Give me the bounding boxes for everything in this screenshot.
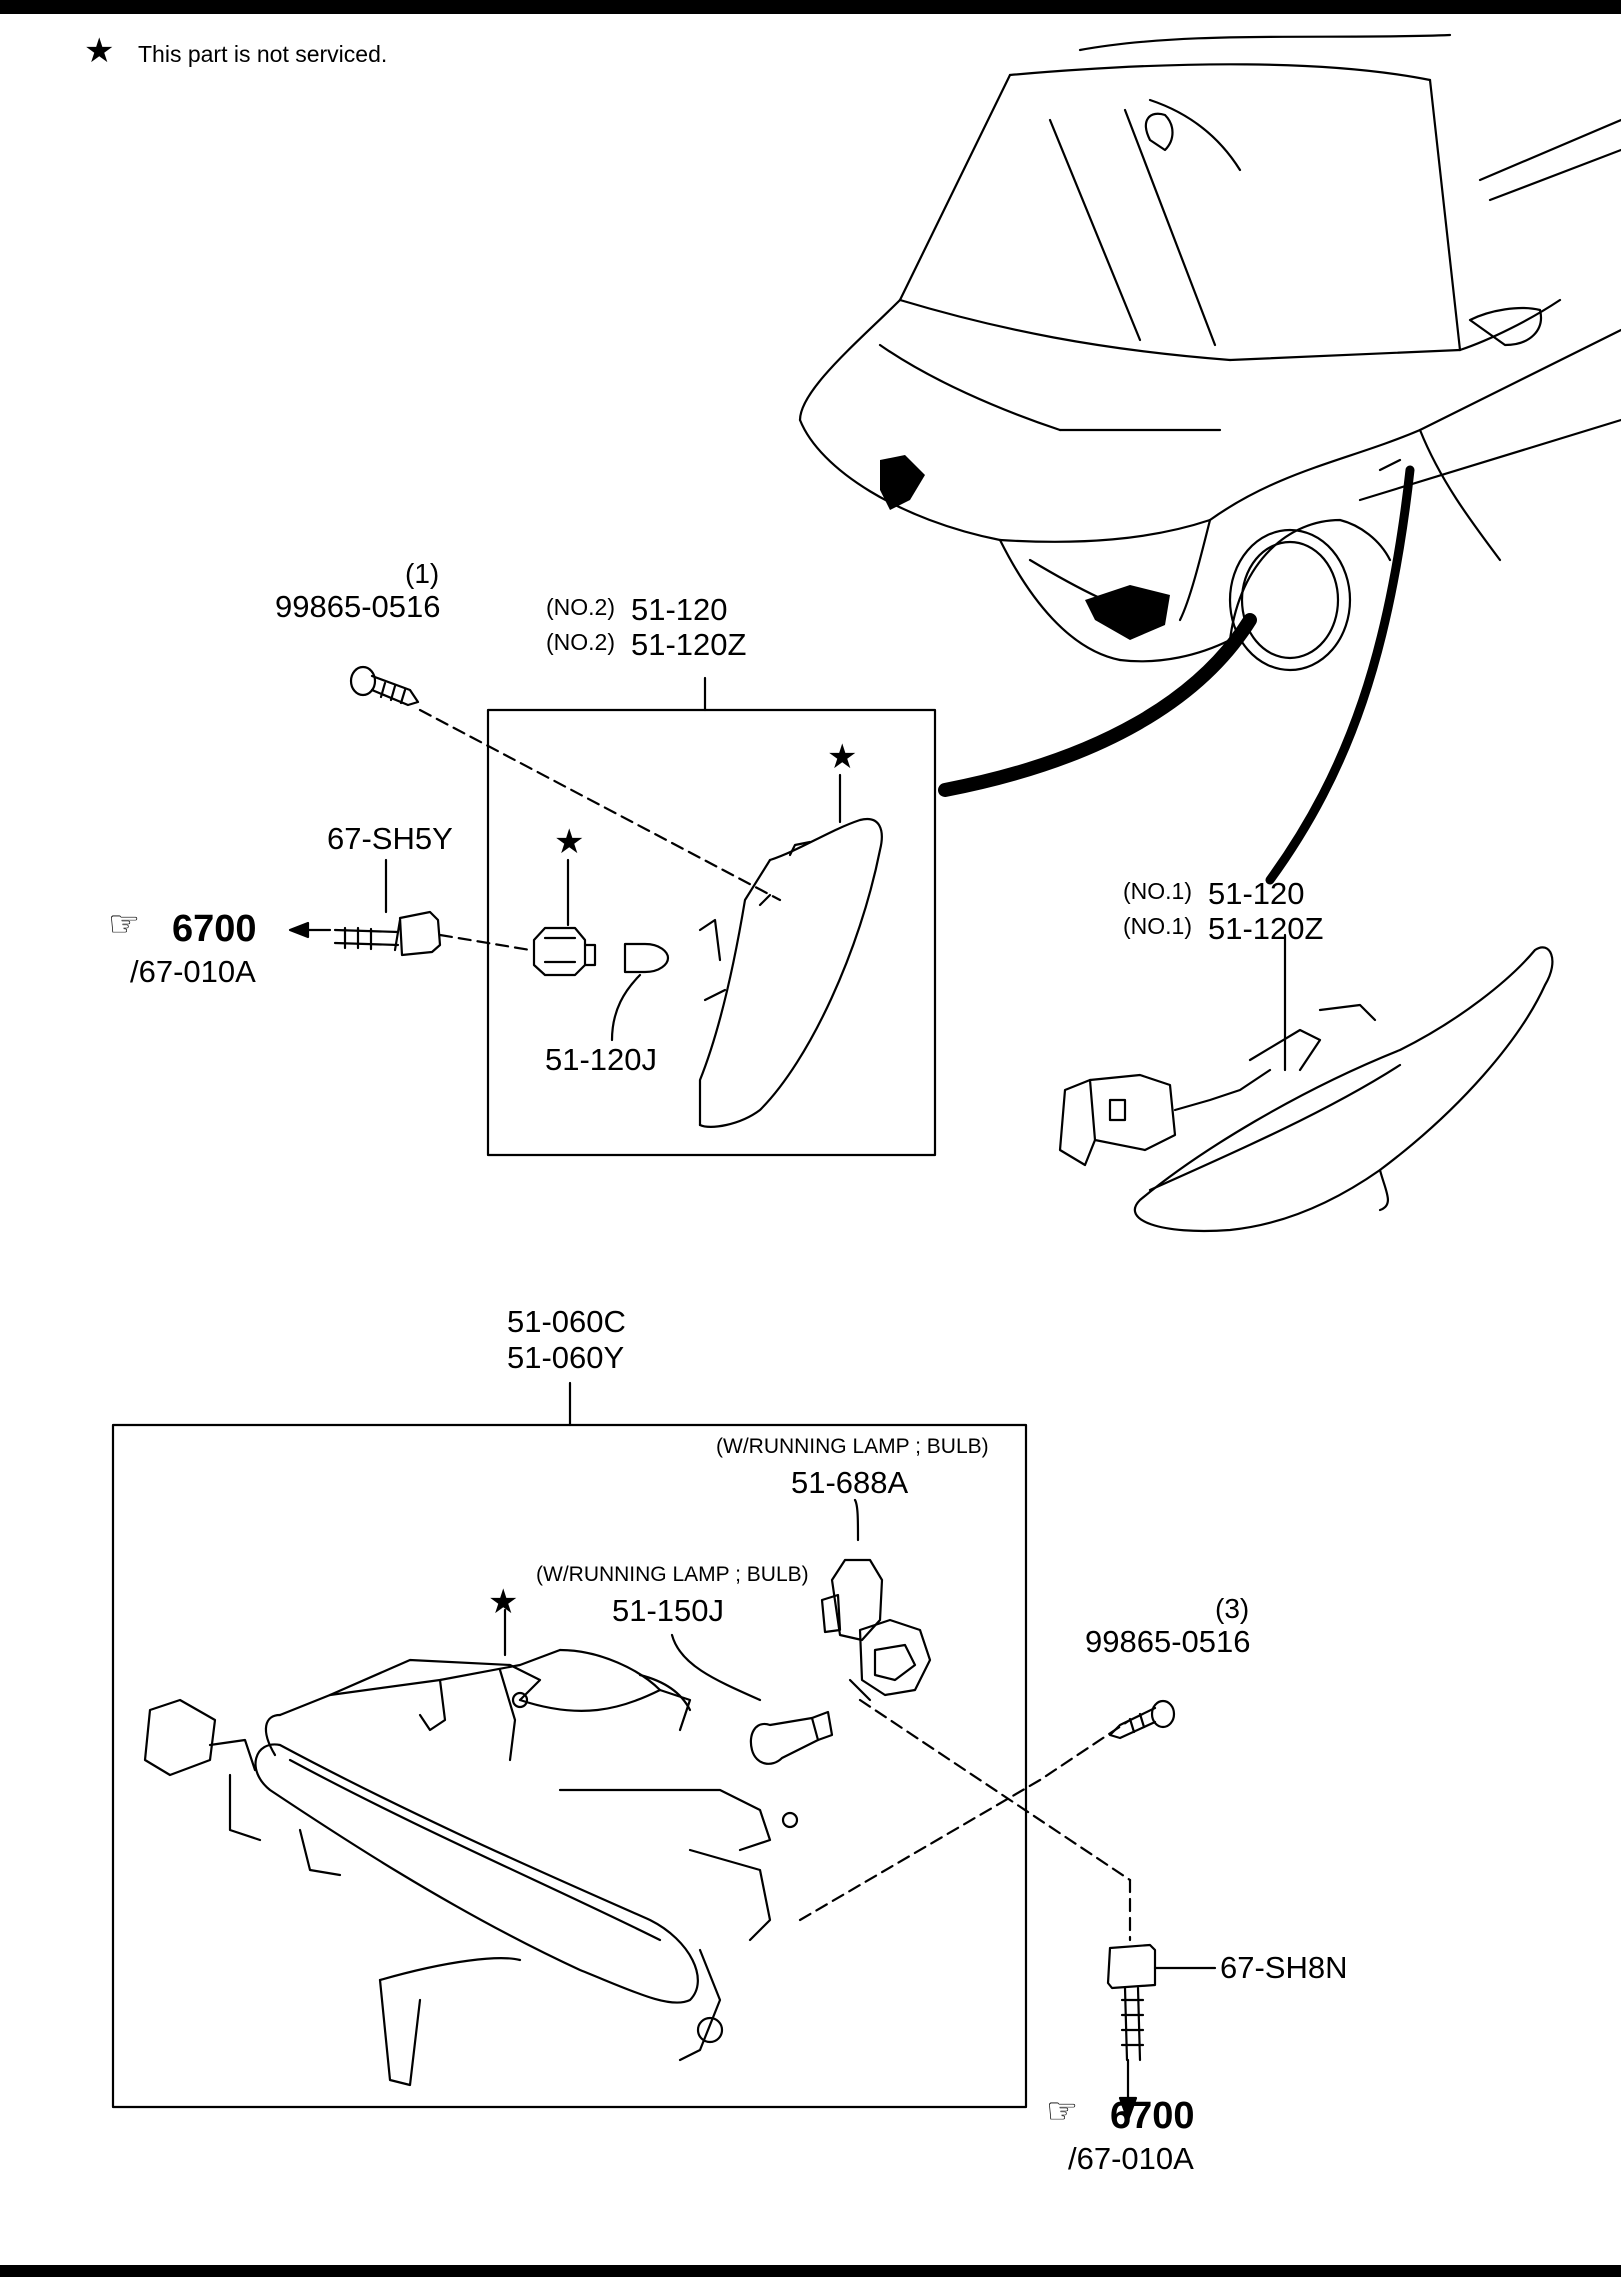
socket-condition: (W/RUNNING LAMP ; BULB) [716,1435,989,1458]
lower-socket-drawing [820,1558,932,1702]
bottom-border-bar [0,2265,1621,2277]
headlamp-no1-drawing [1058,946,1554,1233]
fog-lamp-assembly-drawing [143,1648,799,2087]
lamp-no2-part-number-a: 51-120 [631,592,728,627]
star-icon: ★ [84,32,115,70]
lower-reference-arrow-head [1118,2096,1138,2122]
upper-connector-drawing [333,910,442,957]
lamp-no1-prefix-a: (NO.1) [1123,878,1192,904]
lower-screw-qty: (3) [1215,1593,1250,1624]
top-border-bar [0,0,1621,14]
lower-group-box [111,1423,1028,2109]
assembly-part-number-a: 51-060C [507,1304,626,1339]
lamp-no2-prefix-b: (NO.2) [546,629,615,655]
upper-connector-part-number: 67-SH5Y [327,821,453,856]
lamp-location-marker-right [1085,585,1170,640]
lamp-location-marker-left [880,455,925,510]
connector-dashed-line [438,933,532,952]
bulb-condition: (W/RUNNING LAMP ; BULB) [536,1563,809,1586]
assembly-part-number-b: 51-060Y [507,1340,625,1375]
callout-leader-no2 [938,613,1257,797]
star-icon: ★ [488,1583,519,1621]
lower-connector-part-number: 67-SH8N [1220,1950,1348,1985]
lower-connector-drawing [1106,1943,1157,2062]
lower-socket-dashed-line [858,1698,1132,1882]
lower-screw-part-number: 99865-0516 [1085,1624,1251,1659]
lamp-no1-part-number-a: 51-120 [1208,876,1305,911]
lower-socket-part-number: 51-688A [791,1465,909,1500]
vehicle-illustration [798,33,1621,672]
star-icon: ★ [554,823,585,861]
upper-bulb-part-number: 51-120J [545,1042,658,1077]
lamp-no2-prefix-a: (NO.2) [546,594,615,620]
upper-screw-qty: (1) [405,558,440,589]
upper-reference-number: 6700 [172,908,257,950]
upper-screw-drawing [349,665,420,707]
lower-reference-sub: /67-010A [1068,2141,1194,2176]
upper-socket-drawing [532,926,597,977]
star-icon: ★ [827,738,858,776]
reference-arrow-head [288,921,310,939]
upper-bulb-drawing [623,942,670,974]
lamp-no2-part-number-b: 51-120Z [631,627,747,662]
lower-screw-dashed-line [798,1718,1132,1922]
side-lamp-lens-drawing [698,817,883,1128]
lamp-no1-prefix-b: (NO.1) [1123,913,1192,939]
pointing-hand-icon: ☞ [1046,2090,1079,2131]
lower-reference-number: 6700 [1110,2095,1195,2137]
lower-bulb-leader [670,1633,762,1702]
upper-screw-dashed-line [418,708,782,902]
bulb-leader [610,973,642,1042]
lamp-no1-part-number-b: 51-120Z [1208,911,1324,946]
lower-socket-leader [853,1498,860,1542]
lower-bulb-part-number: 51-150J [612,1593,725,1628]
upper-screw-part-number: 99865-0516 [275,589,441,624]
pointing-hand-icon: ☞ [108,903,141,944]
not-serviced-note: This part is not serviced. [138,41,388,67]
callout-leader-no1 [1265,465,1415,885]
upper-group-box [486,708,937,1157]
lower-screw-drawing [1108,1699,1176,1740]
upper-reference-sub: /67-010A [130,954,256,989]
lower-bulb-drawing [749,1710,834,1765]
